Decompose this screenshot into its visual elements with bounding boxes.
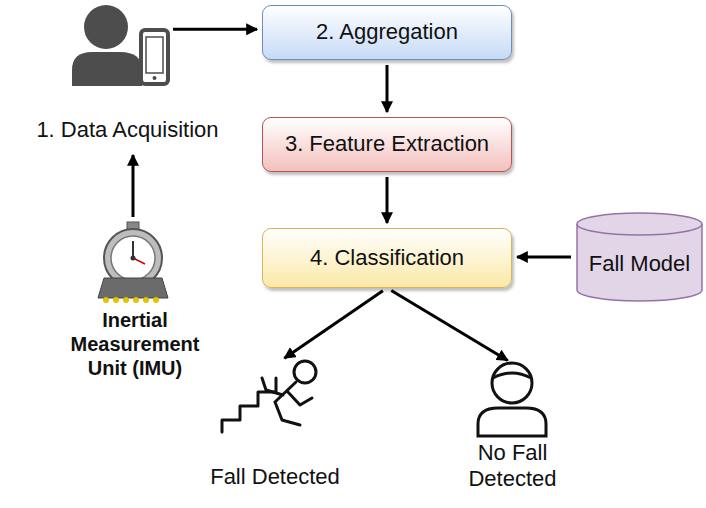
flow-arrow [173, 28, 257, 31]
flow-arrow [517, 256, 571, 259]
node-label: 4. Classification [310, 245, 464, 271]
flow-arrow [132, 155, 135, 217]
flow-arrow [386, 177, 389, 223]
fall-icon [222, 361, 316, 432]
flow-arrow [386, 65, 389, 112]
sensor-node: Inertial Measurement Unit (IMU) [40, 222, 230, 387]
no-fall-icon [478, 363, 546, 436]
process-box: 2. Aggregation [262, 5, 512, 60]
outcome-node: Fall Detected [190, 352, 360, 492]
outcome-node: No Fall Detected [440, 352, 585, 505]
user-icon [72, 5, 168, 86]
database-cylinder: Fall Model [576, 212, 703, 302]
node-label: Fall Model [589, 251, 690, 277]
icon-label: Fall Detected [190, 464, 360, 490]
imu-icon [98, 222, 168, 303]
process-box: 3. Feature Extraction [262, 117, 512, 172]
icon-label: 1. Data Acquisition [15, 117, 240, 143]
process-box: 4. Classification [262, 228, 512, 288]
icon-label: Inertial Measurement Unit (IMU) [53, 308, 218, 380]
icon-label: No Fall Detected [448, 440, 578, 493]
flow-arrow [284, 291, 382, 358]
node-label: 3. Feature Extraction [285, 131, 489, 157]
flow-arrow [391, 291, 507, 361]
step-icon-node: 1. Data Acquisition [15, 5, 240, 150]
node-label: 2. Aggregation [316, 19, 458, 45]
